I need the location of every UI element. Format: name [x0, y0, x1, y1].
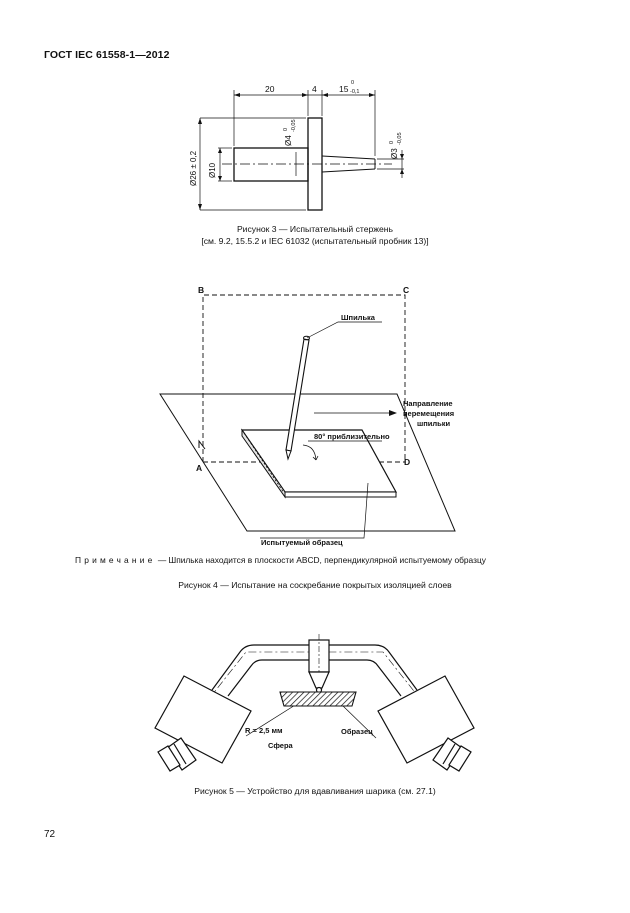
label-C: C: [403, 285, 409, 295]
dim-d10: Ø10: [208, 162, 217, 178]
dim-20: 20: [265, 84, 275, 94]
label-specimen: Испытуемый образец: [261, 538, 343, 547]
label-B: B: [198, 285, 204, 295]
label-direction-2: перемещения: [403, 409, 454, 418]
label-radius: R = 2,5 мм: [245, 726, 283, 735]
dim-15-tol-up: 0: [351, 80, 354, 86]
label-sample: Образец: [341, 727, 373, 736]
label-angle: 80° приблизительно: [314, 432, 390, 441]
note-text: — Шпилька находится в плоскости ABCD, пе…: [157, 555, 486, 565]
dim-15: 15: [339, 84, 349, 94]
dim-d4-tol-up: 0: [283, 128, 289, 131]
document-header: ГОСТ IEC 61558-1—2012: [44, 49, 170, 61]
label-A: A: [196, 463, 202, 473]
dim-d3-tol-up: 0: [389, 141, 395, 144]
page-number: 72: [44, 829, 56, 840]
figure-4-note: Примечание — Шпилька находится в плоскос…: [75, 555, 486, 565]
figure-3-caption-ref: [см. 9.2, 15.5.2 и IEC 61032 (испытатель…: [201, 236, 429, 246]
dim-d4: Ø4: [284, 135, 293, 146]
dim-4: 4: [312, 84, 317, 94]
figure-3-caption: Рисунок 3 — Испытательный стержень: [236, 224, 394, 234]
label-sphere: Сфера: [268, 741, 294, 750]
dim-15-tol-lo: -0,1: [350, 89, 359, 95]
figure-5-caption: Рисунок 5 — Устройство для вдавливания ш…: [194, 786, 436, 796]
dim-d26: Ø26 ± 0,2: [189, 150, 198, 186]
label-pin: Шпилька: [341, 313, 376, 322]
dim-d4-tol-lo: -0,05: [291, 119, 297, 132]
dim-d3: Ø3: [390, 148, 399, 159]
note-prefix: Примечание: [75, 555, 156, 565]
dim-d3-tol-lo: -0,05: [397, 132, 403, 145]
label-direction-1: Направление: [403, 399, 453, 408]
figure-4-caption: Рисунок 4 — Испытание на соскребание пок…: [178, 580, 452, 590]
label-D: D: [404, 457, 410, 467]
label-direction-3: шпильки: [417, 419, 451, 428]
